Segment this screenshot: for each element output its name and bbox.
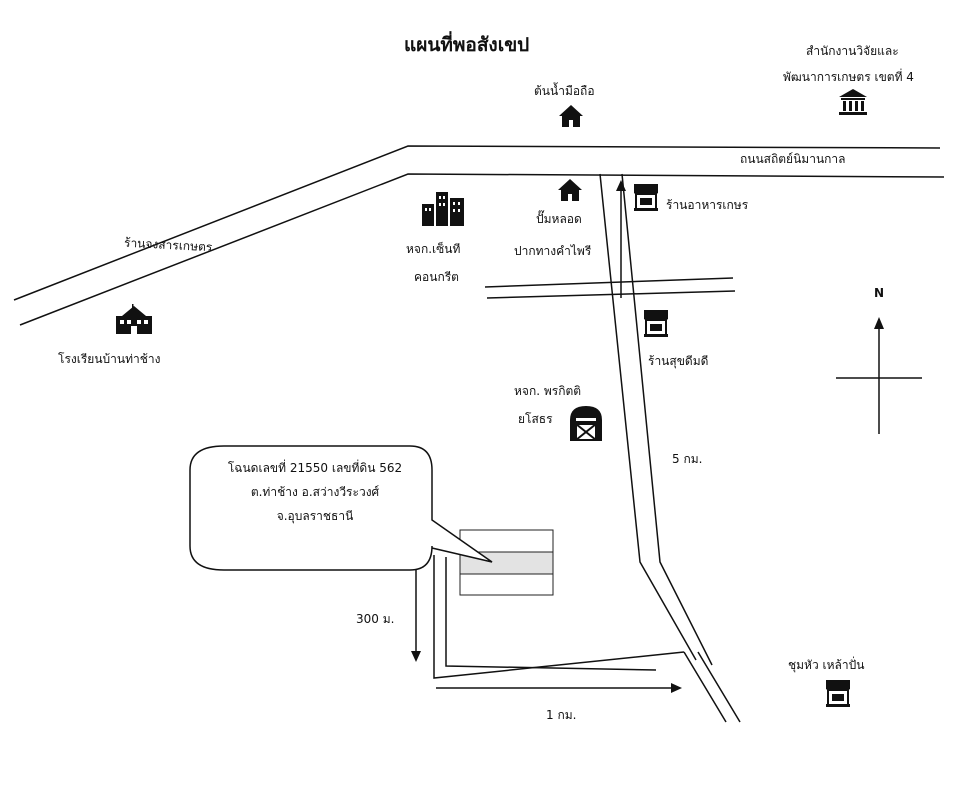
cross-road-edge-bottom: [486, 290, 736, 299]
cross-road-edge-top: [484, 277, 734, 288]
vertical-road-edge-left: [599, 173, 697, 661]
callout-province: จ.อุบลราชธานี: [276, 509, 354, 523]
callout-text: โฉนดเลขที่ 21550 เลขที่ดิน 562 ต.ท่าช้าง…: [196, 456, 434, 528]
barn-icon: [570, 406, 602, 441]
shop-icon: [826, 680, 850, 707]
lower-road-edge-left: [683, 651, 727, 723]
callout-deed-number: โฉนดเลขที่ 21550 เลขที่ดิน 562: [227, 461, 403, 475]
side-lane-edge-inner: [445, 557, 657, 671]
research-office-label-1: สำนักงานวิจัยและ: [806, 44, 899, 58]
government-building-icon: [839, 89, 867, 115]
shop-sukdee-label: ร้านสุขดีมดี: [648, 354, 709, 368]
partnership-label-2: ยโสธร: [518, 412, 553, 426]
road-name-label: ถนนสถิตย์นิมานกาล: [740, 152, 846, 166]
distance-5km-label: 5 กม.: [672, 452, 703, 466]
main-road-edge-top: [13, 145, 941, 301]
partnership-label-1: หจก. พรกิตติ: [514, 384, 582, 398]
pump-label-1: ปั๊มหลอด: [536, 212, 582, 226]
school-icon: [116, 304, 152, 334]
concrete-company-label-2: คอนกรีต: [414, 270, 459, 284]
vertical-road-edge-right: [621, 173, 713, 666]
arrow-300m-head: [411, 651, 421, 662]
office-buildings-icon: [422, 192, 464, 226]
shop-icon: [644, 310, 668, 337]
compass-arrowhead: [874, 317, 884, 329]
arrow-1km-head: [671, 683, 682, 693]
shop-icon: [634, 184, 658, 211]
distance-300m-label: 300 ม.: [356, 612, 395, 626]
north-label: N: [874, 286, 885, 300]
water-source-label: ต้นน้ำมือถือ: [534, 84, 595, 98]
distance-1km-label: 1 กม.: [546, 708, 577, 722]
shop-bottom-label: ชุมหัว เหล้าปั่น: [788, 658, 865, 672]
concrete-company-label-1: หจก.เซ็นที: [406, 242, 461, 256]
research-office-label-2: พัฒนาการเกษตร เขตที่ 4: [783, 70, 914, 84]
house-icon: [559, 105, 583, 127]
map-title: แผนที่พอสังเขป: [404, 34, 530, 56]
pump-label-2: ปากทางคำไพรี: [514, 244, 592, 258]
school-label: โรงเรียนบ้านท่าช้าง: [58, 352, 161, 366]
callout-subdistrict: ต.ท่าช้าง อ.สว่างวีระวงศ์: [250, 485, 380, 499]
main-road-edge-bottom: [19, 173, 945, 326]
lower-road-edge-right: [697, 651, 741, 723]
restaurant-label: ร้านอาหารเกษร: [666, 198, 749, 212]
callout-bubble: [189, 445, 493, 571]
side-lane-edge-outer: [433, 555, 685, 679]
arrow-5km-head: [616, 180, 626, 191]
house-icon: [558, 179, 582, 201]
